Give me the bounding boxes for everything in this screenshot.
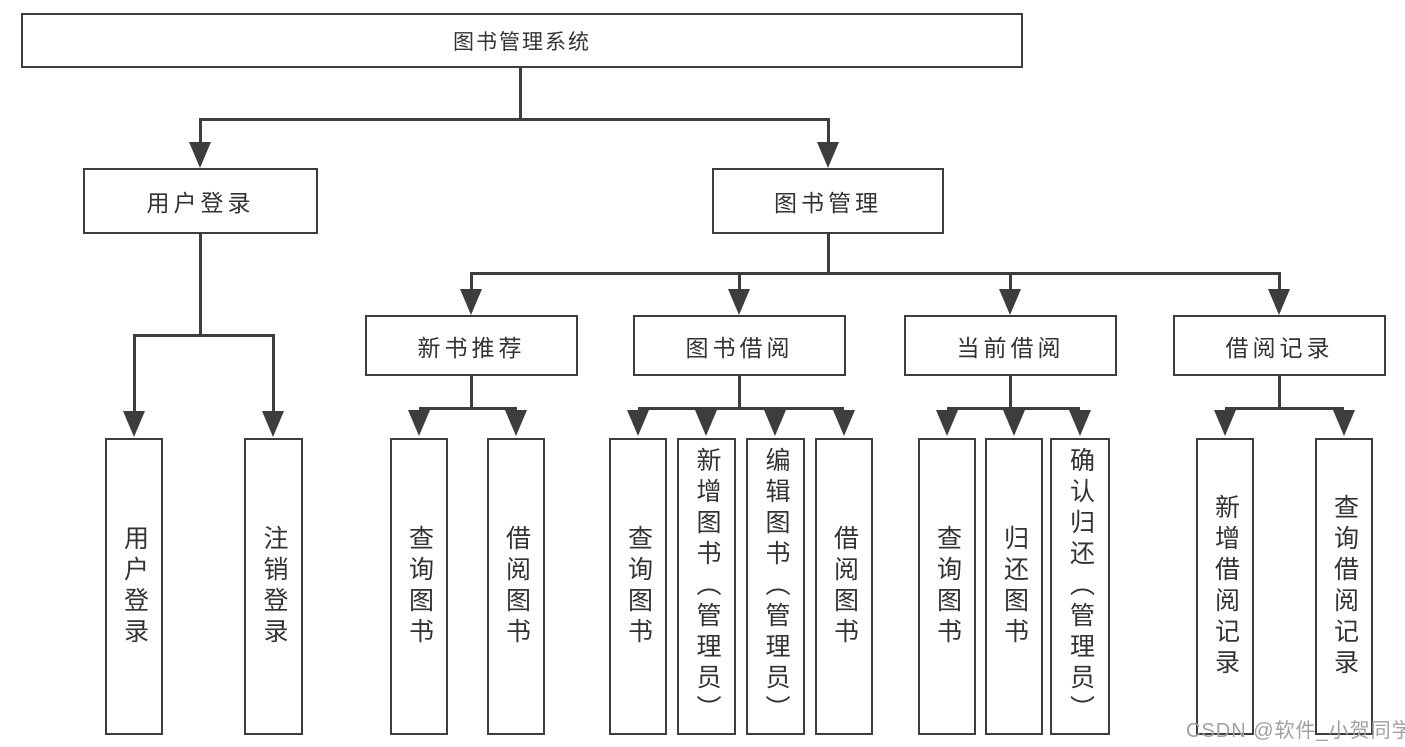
arrow-down-icon bbox=[695, 410, 717, 436]
leaf-label: 注销登录 bbox=[260, 524, 288, 649]
leaf-label: 查询图书 bbox=[933, 524, 962, 649]
leaf-label: 确认归还（管理员） bbox=[1066, 447, 1095, 726]
connector-line bbox=[272, 334, 275, 411]
leaf-query-books: 查询图书 bbox=[918, 438, 976, 735]
leaf-logout: 注销登录 bbox=[244, 438, 303, 735]
leaf-query-books: 查询图书 bbox=[609, 438, 667, 735]
connector-line bbox=[199, 118, 202, 144]
leaf-return-books: 归还图书 bbox=[985, 438, 1043, 735]
leaf-label: 借阅图书 bbox=[830, 524, 859, 649]
leaf-label: 查询图书 bbox=[405, 524, 434, 649]
arrow-down-icon bbox=[1069, 410, 1091, 436]
connector-line bbox=[827, 118, 830, 144]
arrow-down-icon bbox=[1003, 410, 1025, 436]
connector-line bbox=[470, 272, 473, 291]
node-label: 图书管理系统 bbox=[453, 30, 591, 54]
node-current-borrowing: 当前借阅 bbox=[904, 315, 1117, 376]
node-label: 当前借阅 bbox=[956, 334, 1065, 361]
leaf-add-book-admin: 新增图书（管理员） bbox=[677, 438, 736, 735]
node-user-login: 用户登录 bbox=[83, 168, 318, 234]
leaf-user-login: 用户登录 bbox=[105, 438, 163, 735]
arrow-down-icon bbox=[1333, 410, 1355, 436]
watermark: CSDN @软件_小贺同学 bbox=[1186, 720, 1405, 742]
leaf-query-borrow-record: 查询借阅记录 bbox=[1315, 438, 1373, 735]
leaf-label: 归还图书 bbox=[1000, 524, 1029, 649]
arrow-down-icon bbox=[936, 410, 958, 436]
node-label: 图书管理 bbox=[774, 190, 882, 216]
connector-line bbox=[133, 334, 136, 411]
connector-line bbox=[199, 232, 202, 336]
connector-line bbox=[638, 407, 844, 410]
connector-line bbox=[738, 272, 741, 291]
connector-line bbox=[1009, 272, 1012, 291]
connector-line bbox=[827, 232, 830, 274]
leaf-label: 借阅图书 bbox=[502, 524, 531, 649]
arrow-down-icon bbox=[262, 411, 284, 437]
connector-line bbox=[470, 272, 1280, 275]
leaf-label: 编辑图书（管理员） bbox=[762, 447, 790, 726]
leaf-confirm-return-admin: 确认归还（管理员） bbox=[1050, 438, 1110, 735]
leaf-label: 查询借阅记录 bbox=[1330, 493, 1359, 680]
arrow-down-icon bbox=[1268, 289, 1290, 315]
leaf-label: 新增借阅记录 bbox=[1211, 493, 1240, 680]
leaf-label: 新增图书（管理员） bbox=[693, 447, 721, 726]
leaf-label: 查询图书 bbox=[624, 524, 653, 649]
connector-line bbox=[133, 334, 275, 337]
arrow-down-icon bbox=[408, 410, 430, 436]
arrow-down-icon bbox=[1214, 410, 1236, 436]
arrow-down-icon bbox=[728, 289, 750, 315]
leaf-borrow-books: 借阅图书 bbox=[815, 438, 873, 735]
connector-line bbox=[199, 118, 830, 121]
node-label: 新书推荐 bbox=[417, 334, 526, 361]
node-label: 用户登录 bbox=[146, 190, 255, 216]
connector-line bbox=[1278, 272, 1281, 291]
arrow-down-icon bbox=[189, 142, 211, 168]
connector-line bbox=[419, 407, 517, 410]
arrow-down-icon bbox=[833, 410, 855, 436]
leaf-edit-book-admin: 编辑图书（管理员） bbox=[746, 438, 805, 735]
leaf-query-books: 查询图书 bbox=[390, 438, 448, 735]
leaf-add-borrow-record: 新增借阅记录 bbox=[1196, 438, 1254, 735]
arrow-down-icon bbox=[460, 289, 482, 315]
connector-line bbox=[1009, 374, 1012, 409]
connector-line bbox=[738, 374, 741, 409]
arrow-down-icon bbox=[817, 142, 839, 168]
arrow-down-icon bbox=[627, 410, 649, 436]
connector-line bbox=[1278, 374, 1281, 409]
node-book-management: 图书管理 bbox=[712, 168, 944, 234]
connector-line bbox=[519, 66, 522, 120]
node-new-book-recommendation: 新书推荐 bbox=[365, 315, 578, 376]
leaf-label: 用户登录 bbox=[120, 524, 149, 649]
node-library-system: 图书管理系统 bbox=[21, 13, 1023, 68]
node-label: 借阅记录 bbox=[1225, 334, 1334, 361]
arrow-down-icon bbox=[123, 411, 145, 437]
node-label: 图书借阅 bbox=[685, 334, 794, 361]
connector-line bbox=[947, 407, 1080, 410]
leaf-borrow-books: 借阅图书 bbox=[487, 438, 545, 735]
node-borrowing-records: 借阅记录 bbox=[1173, 315, 1386, 376]
connector-line bbox=[1225, 407, 1344, 410]
arrow-down-icon bbox=[505, 410, 527, 436]
arrow-down-icon bbox=[999, 289, 1021, 315]
node-book-borrowing: 图书借阅 bbox=[633, 315, 846, 376]
arrow-down-icon bbox=[764, 410, 786, 436]
connector-line bbox=[470, 374, 473, 409]
